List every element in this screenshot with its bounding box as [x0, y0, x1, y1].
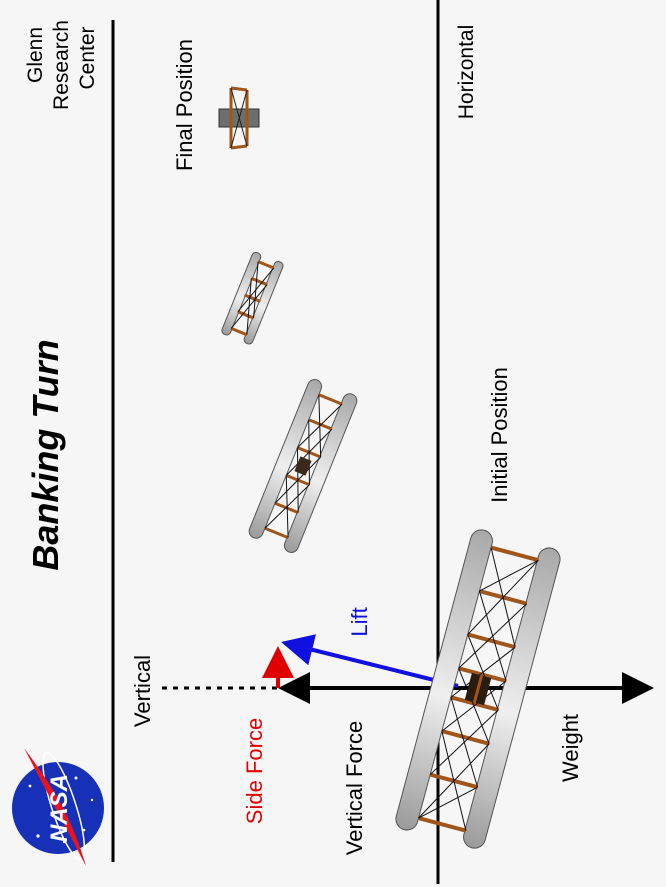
org-label-line3: Center [76, 26, 99, 89]
vertical-force-label: Vertical Force [342, 721, 367, 856]
nasa-meatball-logo: NASA [12, 748, 104, 866]
aircraft-initial-position-icon [395, 529, 561, 849]
vertical-label: Vertical [130, 655, 155, 727]
weight-label: Weight [558, 714, 583, 782]
org-label-line2: Research [50, 20, 73, 110]
horizontal-label: Horizontal [455, 25, 478, 120]
org-label-line1: Glenn [24, 27, 47, 83]
final-position-label: Final Position [172, 39, 197, 171]
aircraft-mid-large-icon [248, 379, 358, 553]
initial-position-label: Initial Position [487, 367, 512, 503]
nasa-logo-text: NASA [46, 774, 73, 842]
aircraft-mid-small-icon [221, 251, 284, 345]
lift-arrow [281, 634, 459, 688]
diagram-title: Banking Turn [25, 339, 66, 570]
lift-label: Lift [347, 607, 372, 636]
aircraft-final-position-icon [218, 86, 260, 150]
side-force-label: Side Force [242, 718, 267, 824]
